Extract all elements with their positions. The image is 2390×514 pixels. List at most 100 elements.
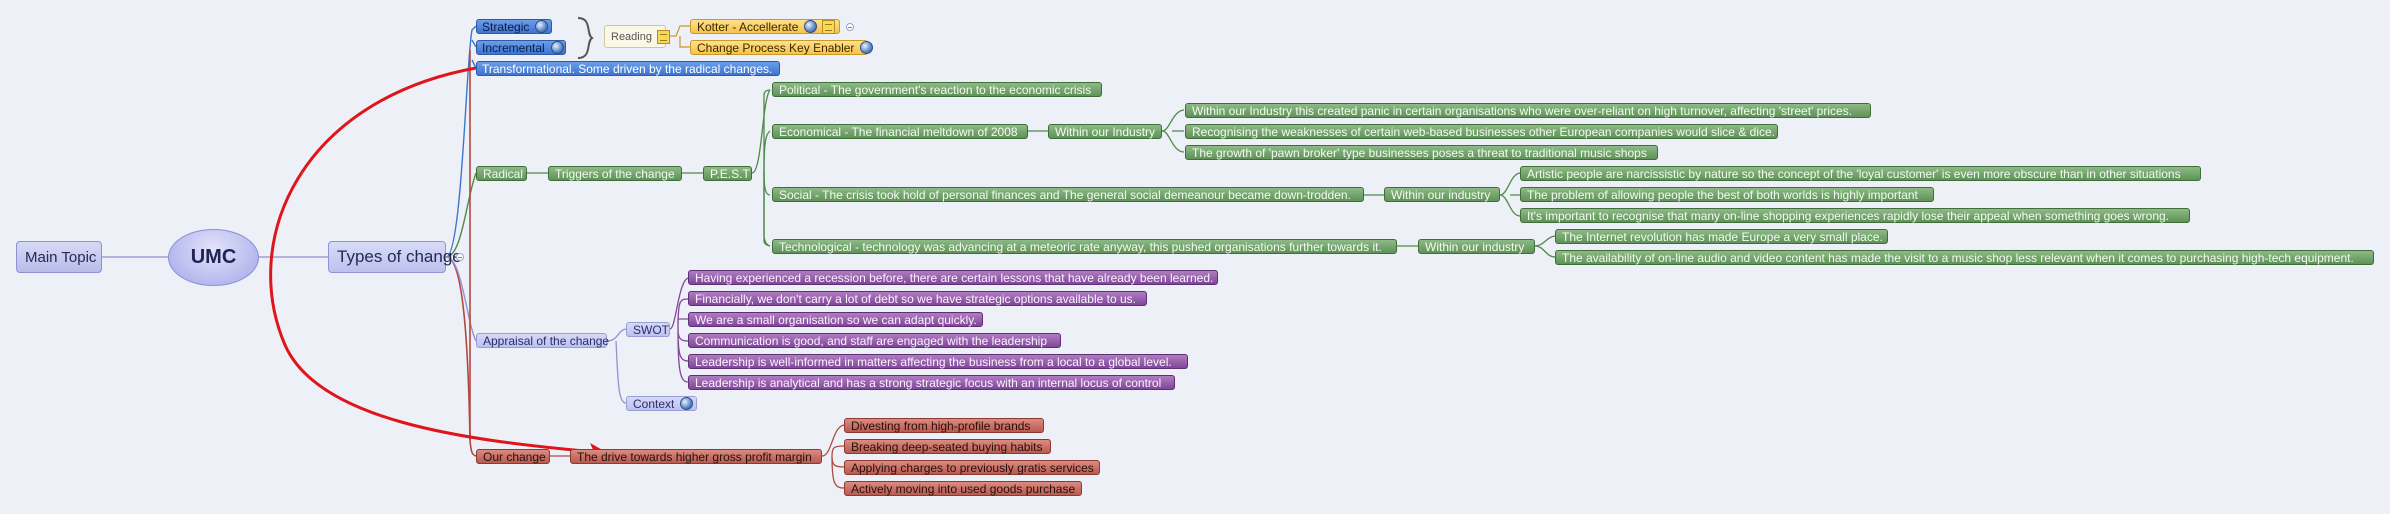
econ-item-1[interactable]: Within our Industry this created panic i… bbox=[1185, 103, 1871, 118]
globe-icon[interactable] bbox=[550, 41, 564, 54]
note-icon[interactable] bbox=[656, 29, 670, 44]
drive-item-1[interactable]: Divesting from high-profile brands bbox=[844, 418, 1044, 433]
social-item-3[interactable]: It's important to recognise that many on… bbox=[1520, 208, 2190, 223]
social-item-3-label: It's important to recognise that many on… bbox=[1527, 208, 2169, 223]
globe-icon[interactable] bbox=[860, 41, 874, 54]
link-types-blue bbox=[445, 25, 477, 258]
swot-item-4[interactable]: Communication is good, and staff are eng… bbox=[688, 333, 1061, 348]
econ-item-3-label: The growth of 'pawn broker' type busines… bbox=[1192, 145, 1647, 160]
swot-item-5[interactable]: Leadership is well-informed in matters a… bbox=[688, 354, 1188, 369]
link-appraisal-swot bbox=[606, 328, 627, 404]
econ-item-1-label: Within our Industry this created panic i… bbox=[1192, 103, 1853, 118]
change-process-label: Change Process Key Enabler bbox=[697, 40, 855, 55]
technological-node[interactable]: Technological - technology was advancing… bbox=[772, 239, 1397, 254]
econ-item-2[interactable]: Recognising the weaknesses of certain we… bbox=[1185, 124, 1778, 139]
swot-item-6[interactable]: Leadership is analytical and has a stron… bbox=[688, 375, 1175, 390]
drive-label: The drive towards higher gross profit ma… bbox=[577, 449, 812, 464]
link-types-red bbox=[445, 256, 477, 457]
technological-label: Technological - technology was advancing… bbox=[779, 239, 1382, 254]
tech-item-2[interactable]: The availability of on-line audio and vi… bbox=[1555, 250, 2374, 265]
link-pest-tech bbox=[763, 173, 771, 247]
radical-label: Radical bbox=[483, 166, 524, 181]
expand-icon[interactable] bbox=[846, 23, 854, 31]
swot-item-2-label: Financially, we don't carry a lot of deb… bbox=[695, 291, 1136, 306]
incremental-node[interactable]: Incremental bbox=[476, 40, 566, 55]
link-pest-political bbox=[763, 89, 771, 173]
econ-item-3[interactable]: The growth of 'pawn broker' type busines… bbox=[1185, 145, 1658, 160]
swot-item-5-label: Leadership is well-informed in matters a… bbox=[695, 354, 1172, 369]
reading-label: Reading bbox=[611, 30, 652, 43]
appraisal-label: Appraisal of the change bbox=[483, 333, 610, 348]
appraisal-node[interactable]: Appraisal of the change bbox=[476, 333, 610, 348]
globe-icon[interactable] bbox=[804, 20, 818, 33]
drive-item-3-label: Applying charges to previously gratis se… bbox=[851, 460, 1094, 475]
swot-item-6-label: Leadership is analytical and has a stron… bbox=[695, 375, 1162, 390]
link-pest-spine bbox=[751, 89, 771, 247]
social-item-1[interactable]: Artistic people are narcissistic by natu… bbox=[1520, 166, 2201, 181]
transformational-label: Transformational. Some driven by the rad… bbox=[482, 61, 773, 76]
central-topic-umc[interactable]: UMC bbox=[168, 229, 259, 286]
incremental-label: Incremental bbox=[482, 40, 545, 55]
econ-industry-label: Within our Industry bbox=[1055, 124, 1156, 139]
drive-item-3[interactable]: Applying charges to previously gratis se… bbox=[844, 460, 1100, 475]
link-reading-kotter bbox=[665, 25, 690, 48]
strategic-node[interactable]: Strategic bbox=[476, 19, 552, 34]
link-swot-items bbox=[669, 277, 689, 383]
main-topic-label: Main Topic bbox=[25, 248, 97, 266]
swot-item-1[interactable]: Having experienced a recession before, t… bbox=[688, 270, 1218, 285]
social-item-2[interactable]: The problem of allowing people the best … bbox=[1520, 187, 1934, 202]
triggers-node[interactable]: Triggers of the change bbox=[548, 166, 682, 181]
social-item-2-label: The problem of allowing people the best … bbox=[1527, 187, 1918, 202]
transformational-node[interactable]: Transformational. Some driven by the rad… bbox=[476, 61, 780, 76]
our-change-node[interactable]: Our change bbox=[476, 449, 550, 464]
swot-node[interactable]: SWOT bbox=[626, 322, 670, 337]
link-types-green bbox=[445, 172, 477, 258]
drive-item-4[interactable]: Actively moving into used goods purchase bbox=[844, 481, 1082, 496]
link-pest-social bbox=[763, 172, 771, 196]
drive-item-2[interactable]: Breaking deep-seated buying habits bbox=[844, 439, 1051, 454]
our-change-label: Our change bbox=[483, 449, 546, 464]
pest-node[interactable]: P.E.S.T bbox=[703, 166, 752, 181]
main-topic-node[interactable]: Main Topic bbox=[16, 241, 102, 273]
triggers-label: Triggers of the change bbox=[555, 166, 675, 181]
swot-item-3-label: We are a small organisation so we can ad… bbox=[695, 312, 977, 327]
note-icon[interactable] bbox=[822, 19, 836, 34]
drive-item-2-label: Breaking deep-seated buying habits bbox=[851, 439, 1043, 454]
collapse-icon[interactable] bbox=[456, 253, 464, 261]
types-of-change-node[interactable]: Types of change bbox=[328, 241, 462, 273]
types-of-change-label: Types of change bbox=[337, 247, 462, 266]
link-types-purple bbox=[445, 256, 477, 342]
social-node[interactable]: Social - The crisis took hold of persona… bbox=[772, 187, 1364, 202]
central-topic-label: UMC bbox=[190, 246, 237, 268]
drive-node[interactable]: The drive towards higher gross profit ma… bbox=[570, 449, 822, 464]
link-social-items bbox=[1499, 172, 1521, 217]
political-label: Political - The government's reaction to… bbox=[779, 82, 1092, 97]
swot-item-3[interactable]: We are a small organisation so we can ad… bbox=[688, 312, 983, 327]
change-process-node[interactable]: Change Process Key Enabler bbox=[690, 40, 874, 55]
globe-icon[interactable] bbox=[680, 397, 694, 410]
political-node[interactable]: Political - The government's reaction to… bbox=[772, 82, 1102, 97]
swot-item-2[interactable]: Financially, we don't carry a lot of deb… bbox=[688, 291, 1147, 306]
social-industry-node[interactable]: Within our industry bbox=[1384, 187, 1500, 202]
drive-item-4-label: Actively moving into used goods purchase bbox=[851, 481, 1076, 496]
strategic-label: Strategic bbox=[482, 19, 530, 34]
econ-industry-node[interactable]: Within our Industry bbox=[1048, 124, 1162, 139]
drive-item-1-label: Divesting from high-profile brands bbox=[851, 418, 1031, 433]
context-label: Context bbox=[633, 396, 675, 411]
reading-node[interactable]: Reading bbox=[604, 25, 670, 48]
social-label: Social - The crisis took hold of persona… bbox=[779, 187, 1351, 202]
tech-item-1-label: The Internet revolution has made Europe … bbox=[1562, 229, 1883, 244]
kotter-node[interactable]: Kotter - Accellerate bbox=[690, 19, 840, 34]
economical-node[interactable]: Economical - The financial meltdown of 2… bbox=[772, 124, 1028, 139]
econ-item-2-label: Recognising the weaknesses of certain we… bbox=[1192, 124, 1776, 139]
brace bbox=[577, 17, 594, 59]
tech-item-1[interactable]: The Internet revolution has made Europe … bbox=[1555, 229, 1888, 244]
globe-icon[interactable] bbox=[535, 20, 549, 33]
link-drive-items bbox=[821, 424, 845, 489]
context-node[interactable]: Context bbox=[626, 396, 697, 411]
radical-node[interactable]: Radical bbox=[476, 166, 527, 181]
tech-industry-node[interactable]: Within our industry bbox=[1418, 239, 1535, 254]
swot-item-1-label: Having experienced a recession before, t… bbox=[695, 270, 1214, 285]
